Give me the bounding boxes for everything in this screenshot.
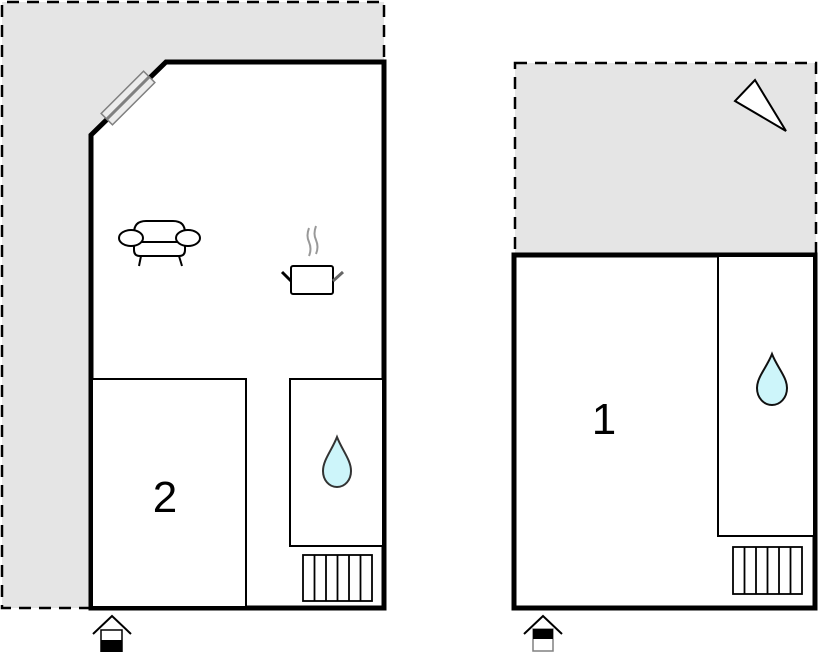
- room-label-1: 1: [592, 395, 616, 444]
- sofa-icon: [118, 220, 201, 267]
- room-bedroom-2: [91, 378, 247, 608]
- water-drop-icon: [755, 351, 789, 407]
- terrace-area: [2, 2, 384, 608]
- entrance-icon: [523, 614, 563, 652]
- floor-right: 1: [511, 61, 818, 652]
- entrance-icon: [92, 614, 132, 652]
- window-icon: [100, 70, 156, 126]
- stairs-icon: [302, 554, 373, 602]
- room-label-2: 2: [153, 473, 177, 522]
- cooking-pot-icon: [280, 225, 345, 295]
- terrace-area: [513, 61, 818, 257]
- water-drop-icon: [321, 434, 353, 489]
- north-arrow-icon: [733, 78, 787, 132]
- floor-left: 2: [0, 0, 387, 652]
- stairs-icon: [732, 546, 803, 595]
